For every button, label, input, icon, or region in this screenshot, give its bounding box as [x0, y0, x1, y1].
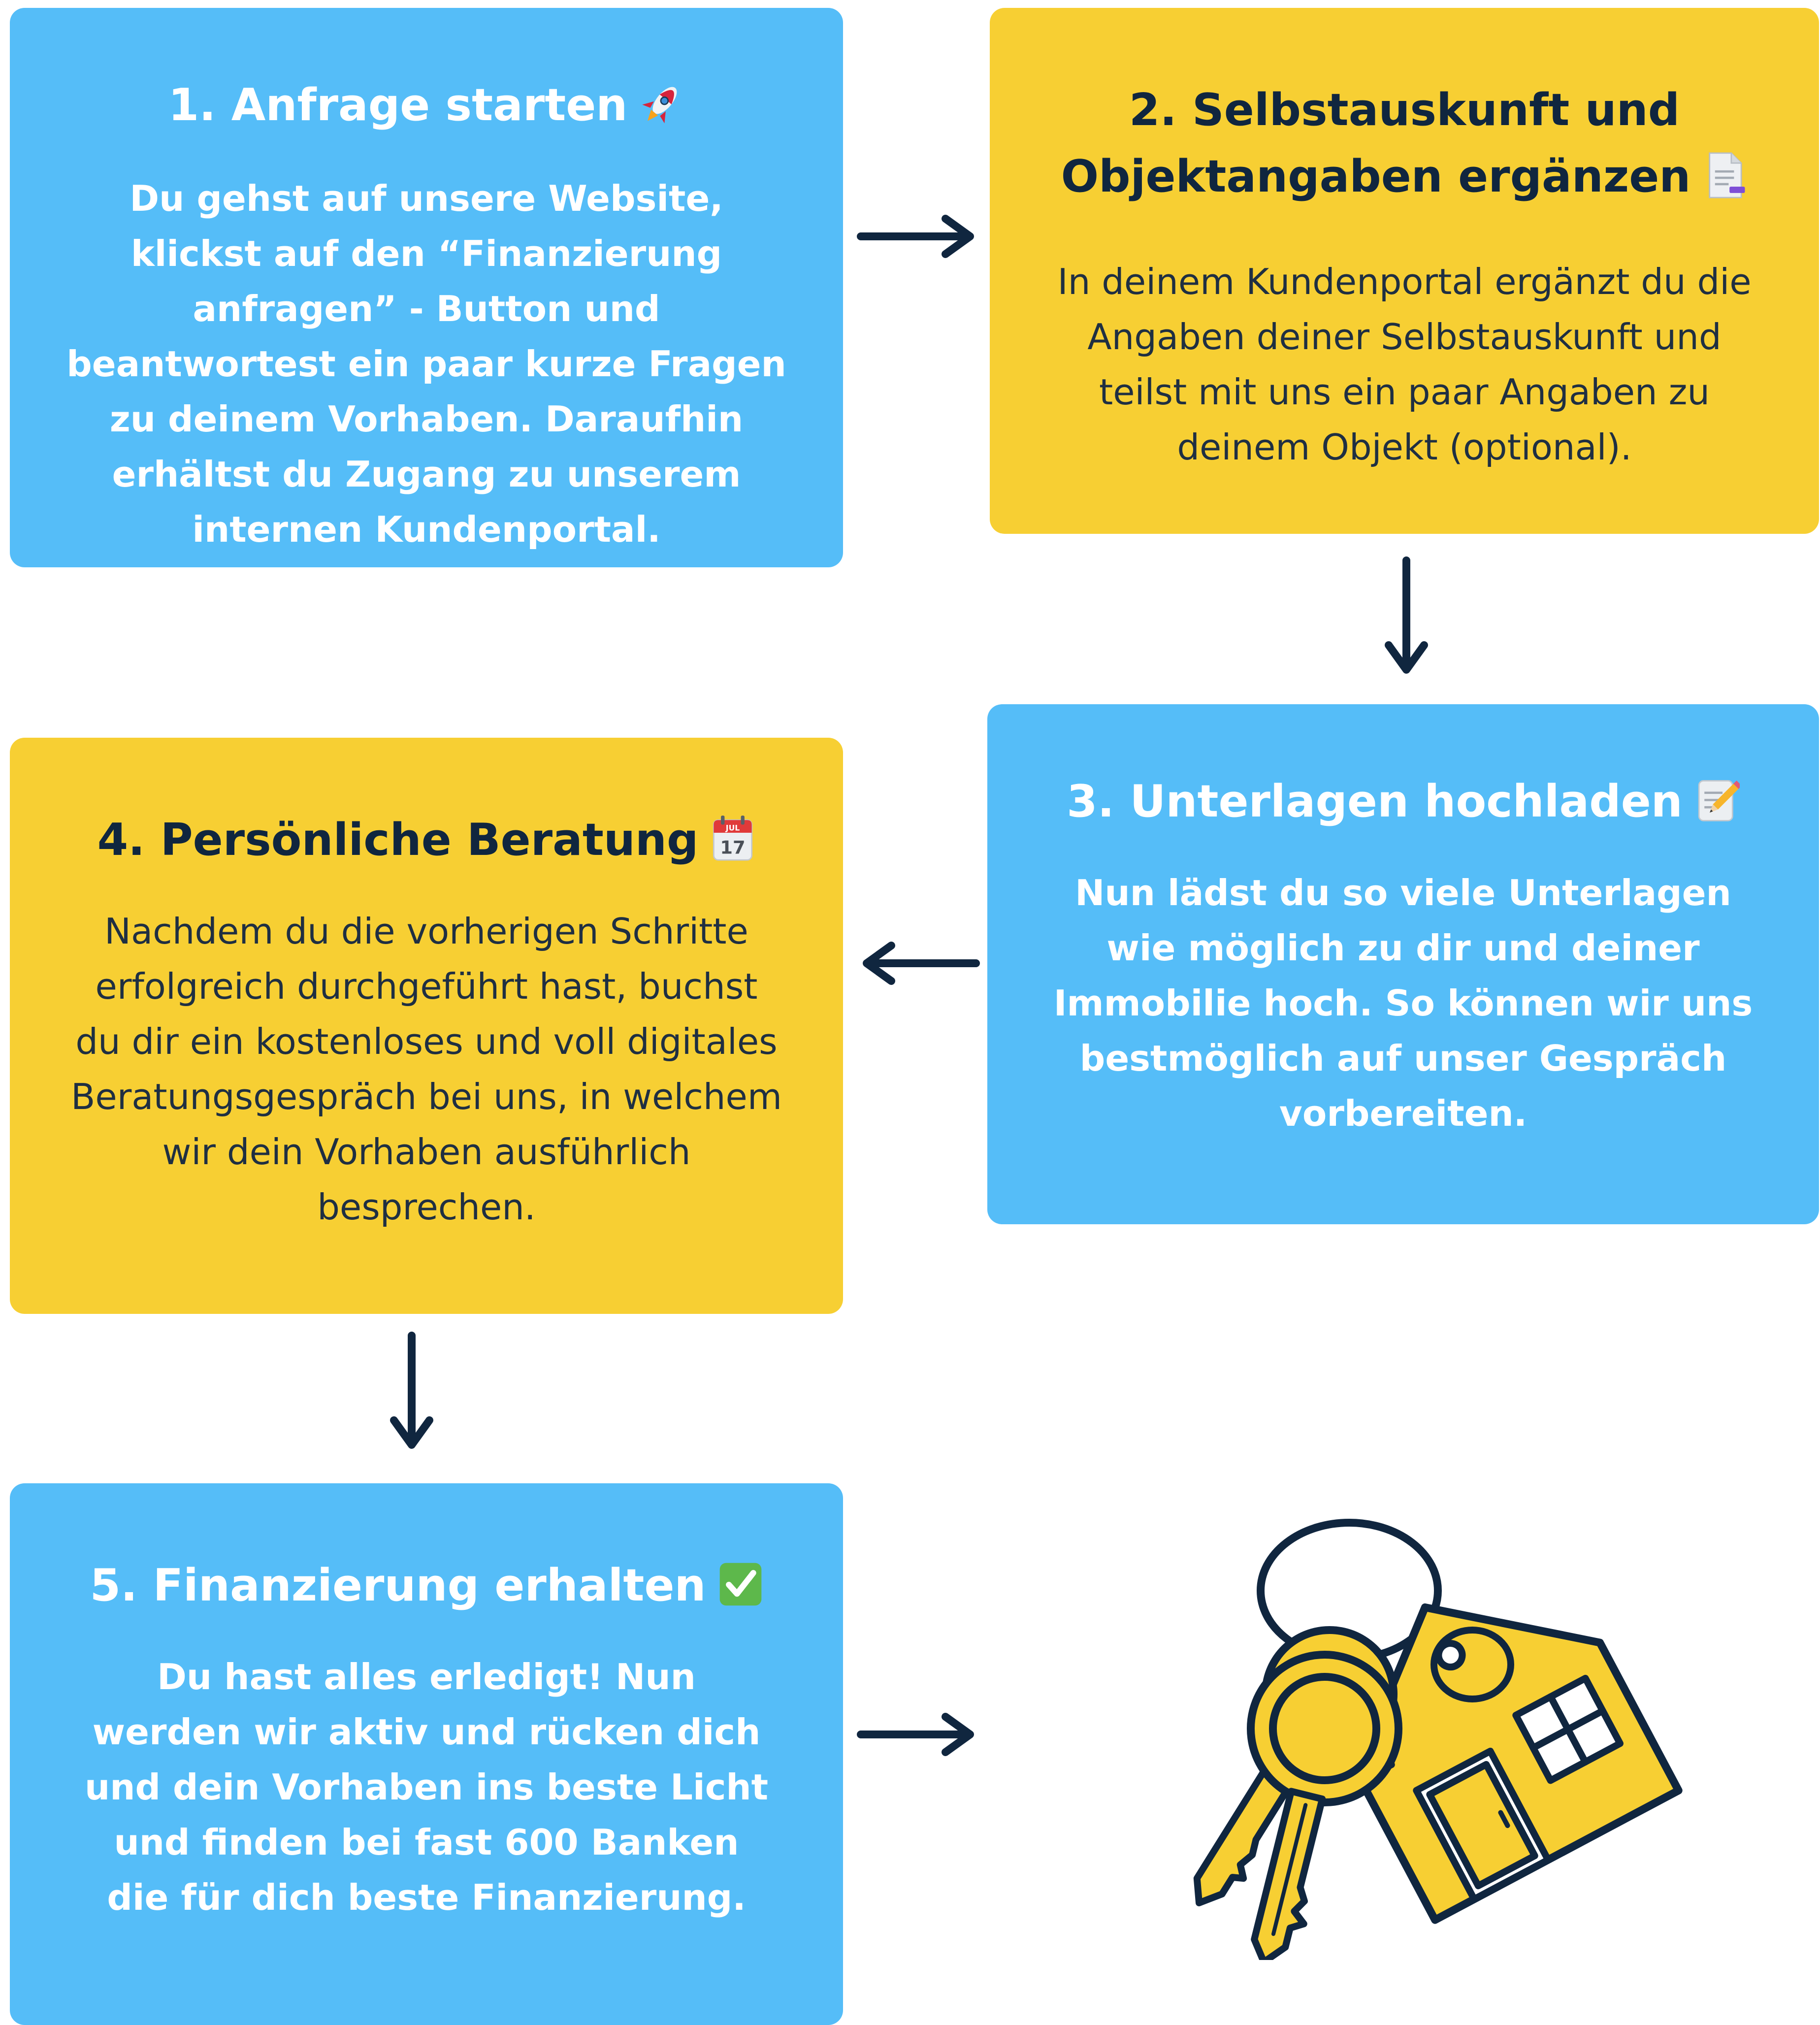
- step-2-title: 2. Selbstauskunft und Objektangaben ergä…: [1044, 77, 1765, 210]
- step-5-card: 5. Finanzierung erhalten Du hast alles e…: [10, 1483, 843, 2025]
- step-5-text: Du hast alles erledigt! Nun werden wir a…: [84, 1656, 769, 1918]
- house-keys-icon: [1193, 1519, 1683, 1960]
- step-3-card: 3. Unterlagen hochladen Nun lädst du so …: [987, 704, 1819, 1224]
- document-icon: [1709, 152, 1745, 198]
- step-1-title: 1. Anfrage starten: [59, 72, 794, 138]
- arrow-right-1-to-2: [857, 215, 974, 258]
- step-2-text: In deinem Kundenportal ergänzt du die An…: [1057, 261, 1752, 468]
- step-4-text: Nachdem du die vorherigen Schritte erfol…: [71, 911, 782, 1228]
- step-2-card: 2. Selbstauskunft und Objektangaben ergä…: [990, 8, 1819, 534]
- rocket-icon: [642, 87, 677, 124]
- step-1-card: 1. Anfrage starten Du gehst auf unsere W…: [10, 8, 843, 567]
- arrow-down-4-to-5: [390, 1332, 433, 1449]
- calendar-day: 17: [720, 837, 746, 858]
- step-1-text: Du gehst auf unsere Website, klickst auf…: [66, 178, 786, 550]
- arrow-left-3-to-4: [863, 942, 980, 985]
- calendar-icon: JUL 17: [713, 816, 753, 861]
- calendar-month: JUL: [725, 823, 740, 833]
- step-5-title: 5. Finanzierung erhalten: [79, 1552, 774, 1619]
- step-4-title: 4. Persönliche Beratung JUL 17: [69, 807, 784, 873]
- arrow-down-2-to-3: [1385, 556, 1428, 674]
- step-3-text: Nun lädst du so viele Unterlagen wie mög…: [1053, 872, 1753, 1134]
- memo-pencil-icon: [1698, 780, 1740, 821]
- check-mark-icon: [719, 1563, 761, 1606]
- arrow-right-5-to-keys: [857, 1713, 974, 1756]
- step-3-title: 3. Unterlagen hochladen: [1046, 768, 1760, 835]
- step-4-card: 4. Persönliche Beratung JUL 17 Nachdem d…: [10, 738, 843, 1314]
